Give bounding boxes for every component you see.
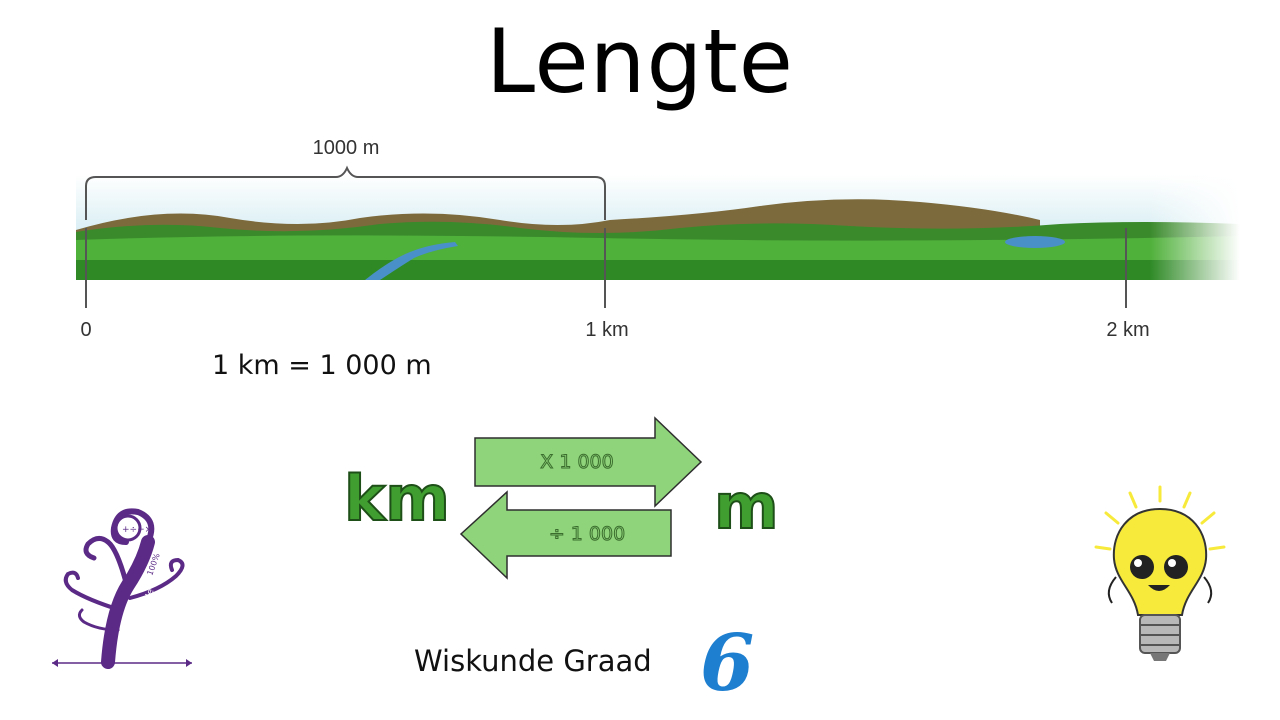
- ground-base: [76, 260, 1240, 280]
- unit-km-label: km: [343, 461, 451, 536]
- left-eye: [1130, 555, 1154, 579]
- lake: [1005, 236, 1065, 248]
- distance-brace: [85, 165, 606, 220]
- divide-label: ÷ 1 000: [549, 523, 625, 545]
- brace-label: 1000 m: [313, 137, 380, 159]
- landscape-distance-illustration: 1000 m 0 1 km 2 km: [76, 137, 1240, 341]
- river: [365, 242, 458, 280]
- right-eye: [1164, 555, 1188, 579]
- ana-wiskunde-logo: +÷−× 100% Ana Wiskunde: [52, 508, 192, 669]
- conversion-equation: 1 km = 1 000 m: [212, 350, 432, 381]
- smile: [1148, 585, 1170, 591]
- multiply-arrow: [474, 416, 703, 508]
- tick-label-1km: 1 km: [585, 319, 628, 341]
- right-arm: [1203, 576, 1213, 604]
- logo-symbols: +÷−×: [122, 525, 152, 535]
- bulb-glass: [1112, 507, 1208, 616]
- multiply-label: X 1 000: [540, 451, 613, 473]
- conversion-arrows: X 1 000 ÷ 1 000: [459, 416, 703, 580]
- tick-label-2km: 2 km: [1106, 319, 1149, 341]
- tick-label-0: 0: [80, 319, 91, 341]
- footer-subject: Wiskunde Graad: [414, 644, 652, 678]
- lightbulb-mascot-icon: [1094, 485, 1226, 661]
- left-arm: [1107, 576, 1117, 604]
- landscape-fade: [1150, 175, 1240, 285]
- divide-arrow: [459, 490, 672, 580]
- page-title: Lengte: [486, 10, 794, 113]
- unit-m-label: m: [713, 469, 780, 544]
- grade-number: 6: [700, 618, 755, 709]
